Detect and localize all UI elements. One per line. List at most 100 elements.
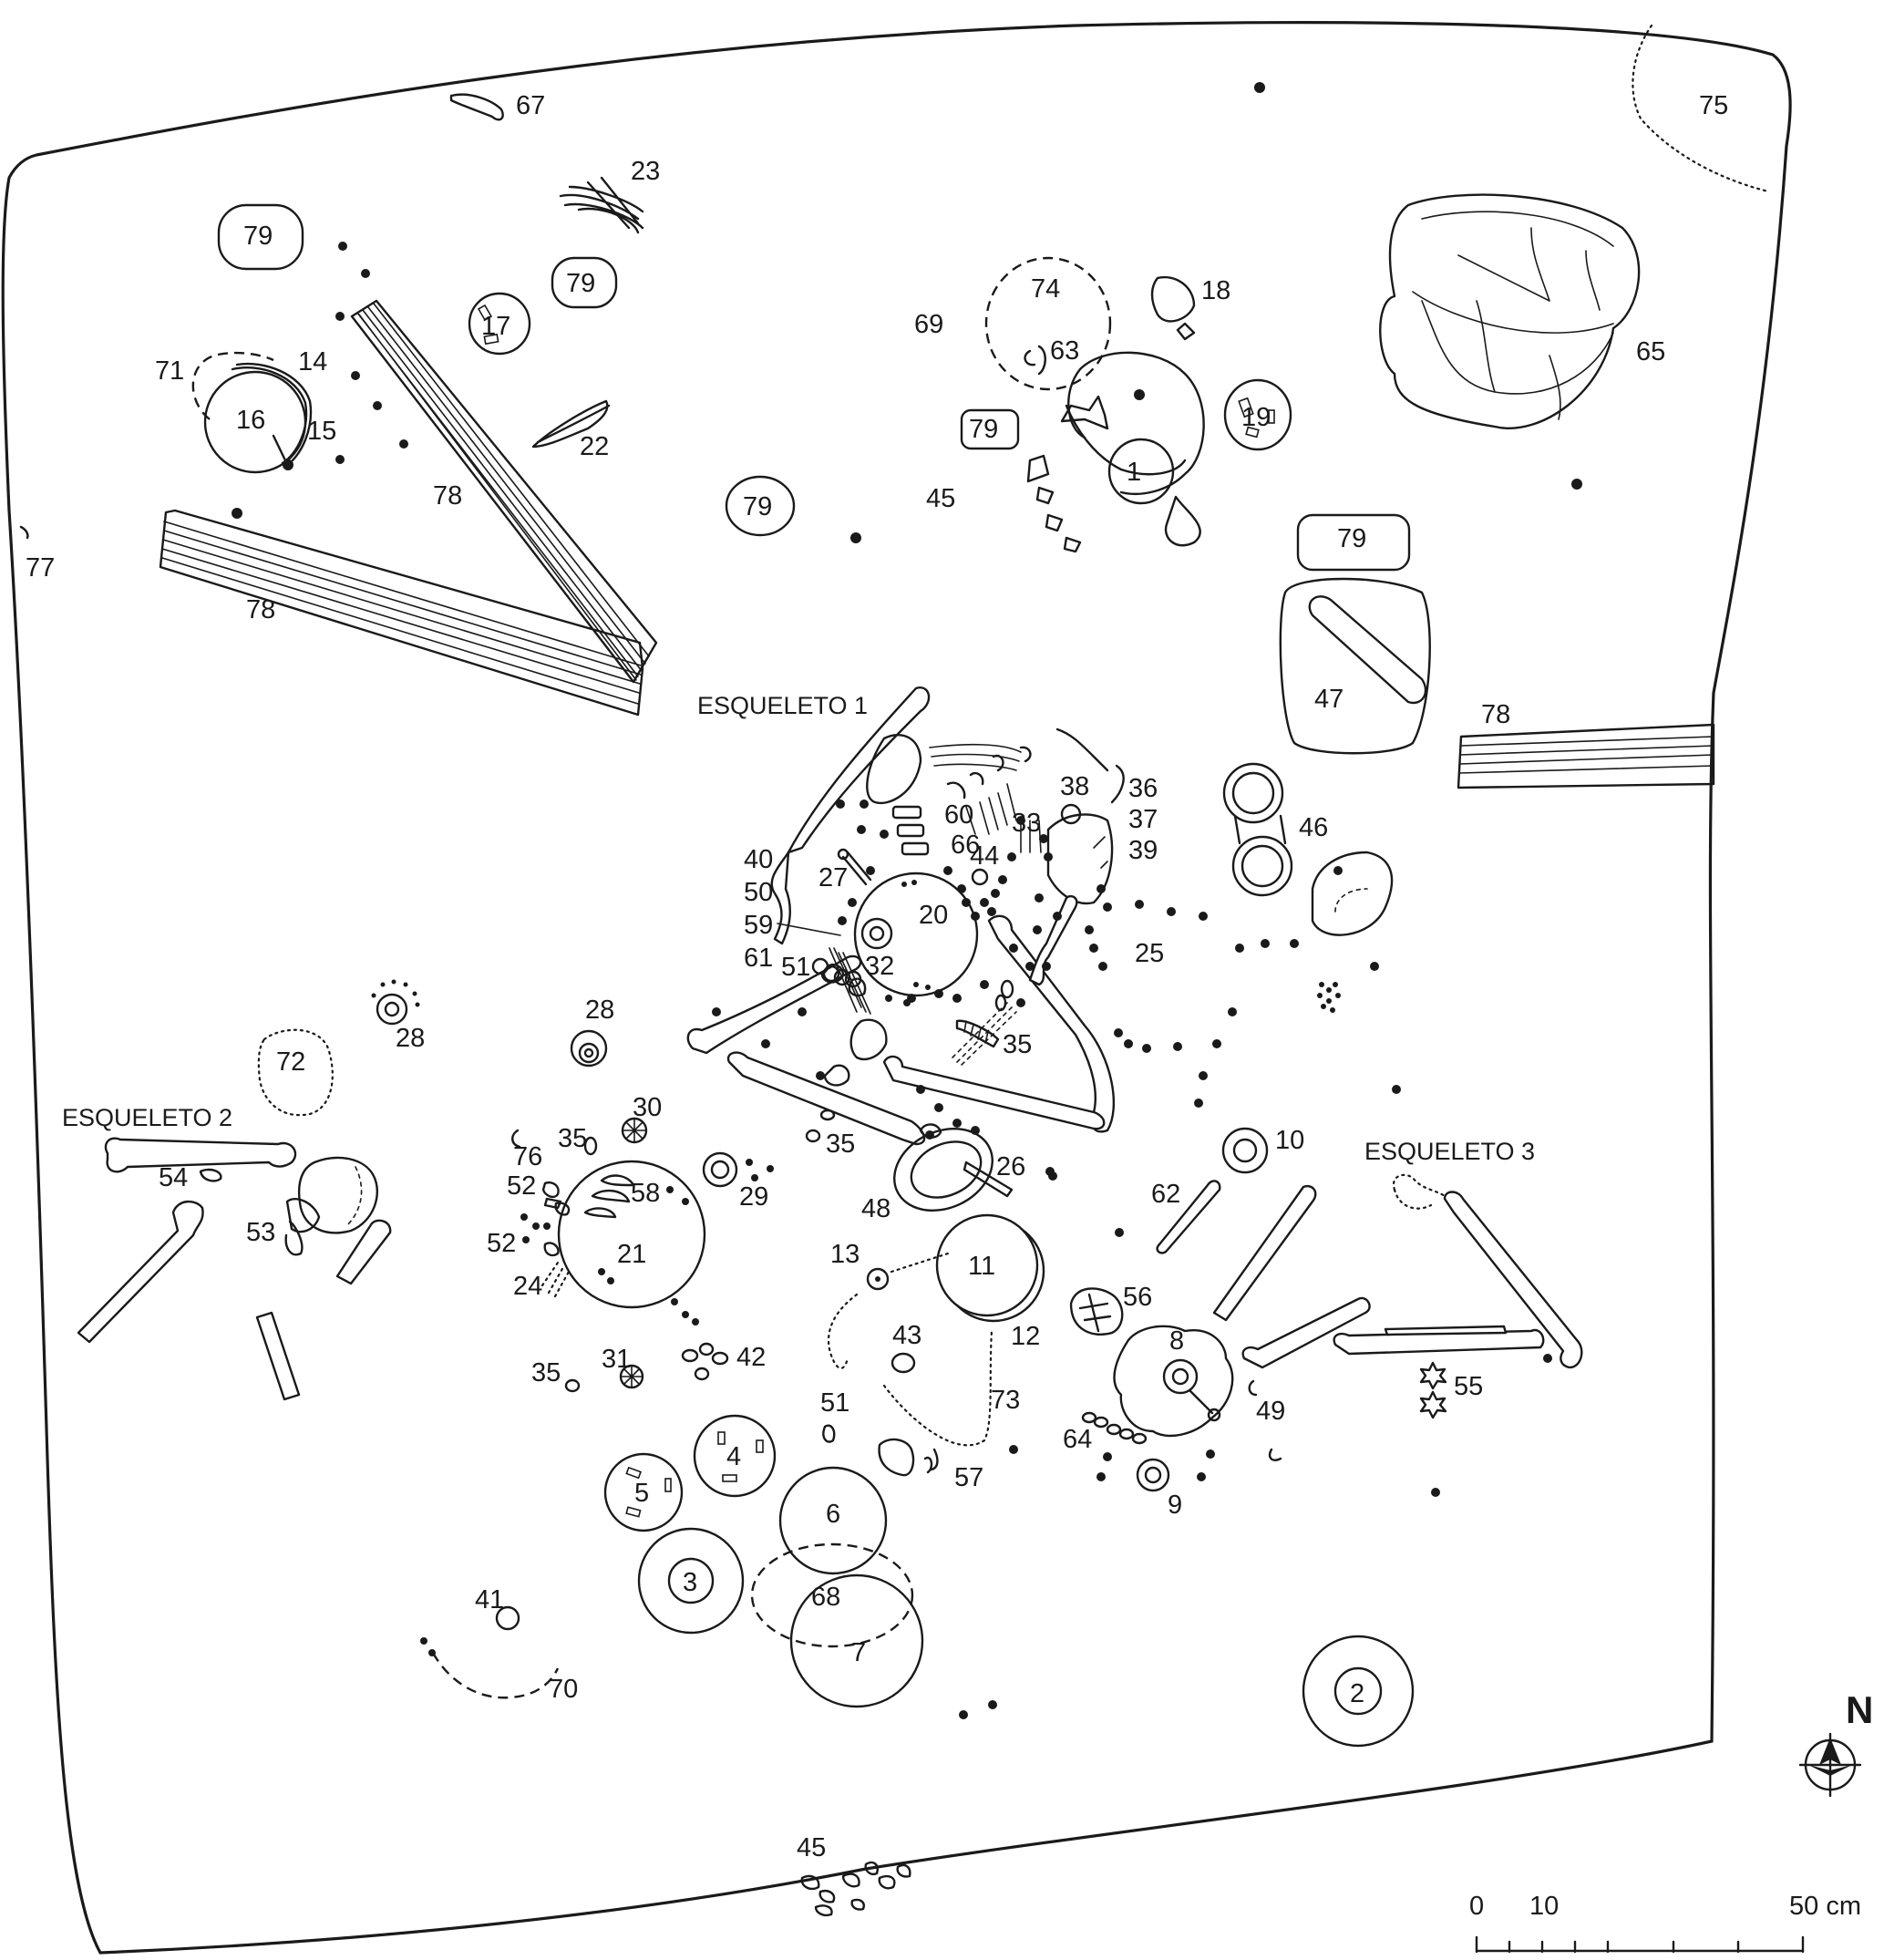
object-30 [621,1117,648,1144]
label-25: 25 [1135,939,1164,968]
label-esqueleto-3: ESQUELETO 3 [1364,1138,1535,1165]
object-18 [1150,275,1196,341]
north-arrow [1798,1732,1862,1798]
label-28-left: 28 [396,1024,425,1053]
label-35-a: 35 [1003,1030,1032,1059]
object-48 [893,1123,1014,1212]
label-12: 12 [1011,1322,1040,1351]
label-18: 18 [1201,276,1230,305]
feature-74 [984,256,1112,391]
label-esqueleto-1: ESQUELETO 1 [697,692,868,719]
fragments-45-bottom [800,1861,911,1917]
skeleton-3 [1212,1173,1583,1369]
object-8 [1113,1325,1234,1438]
label-76: 76 [513,1142,542,1171]
label-63: 63 [1050,336,1079,366]
label-1: 1 [1127,458,1141,487]
object-19 [1223,378,1292,451]
label-49: 49 [1256,1397,1285,1426]
label-9: 9 [1168,1491,1182,1520]
vessel-5 [603,1452,684,1532]
north-label: N [1846,1688,1873,1731]
label-7: 7 [851,1638,866,1667]
object-23 [559,176,644,234]
label-79-a: 79 [243,222,273,251]
label-6: 6 [826,1500,840,1529]
object-28 [570,1029,608,1068]
stone-25 [1311,851,1394,936]
stone-79-e [1296,513,1411,572]
skeleton-1 [686,686,1125,1146]
object-22 [531,399,611,449]
label-40: 40 [744,845,773,874]
object-55 [1419,1361,1447,1419]
label-61: 61 [744,944,773,973]
label-68: 68 [811,1583,840,1612]
feature-71 [191,351,274,420]
excavation-outline [1,21,1792,1955]
label-52-b: 52 [487,1229,516,1258]
label-72: 72 [276,1047,305,1077]
label-35-d: 35 [531,1358,561,1387]
vessel-65 [1379,193,1641,429]
label-69: 69 [914,310,943,339]
label-79-c: 79 [969,415,998,444]
label-47: 47 [1314,685,1344,714]
label-55: 55 [1454,1372,1483,1401]
label-33: 33 [1012,809,1041,838]
label-79-d: 79 [743,492,772,521]
label-45-top: 45 [926,484,955,513]
scale-label-50: 50 cm [1789,1892,1861,1921]
label-79-b: 79 [566,269,595,298]
label-esqueleto-2: ESQUELETO 2 [62,1104,232,1131]
vessel-10 [1221,1127,1269,1174]
label-44: 44 [970,841,999,871]
label-41: 41 [475,1585,504,1614]
label-17: 17 [481,312,510,341]
vessel-11 [935,1213,1039,1317]
label-43: 43 [892,1321,921,1350]
scale-bar [1475,1935,1805,1954]
object-24 [540,1261,571,1298]
label-42: 42 [736,1343,766,1372]
label-35-b: 35 [558,1124,587,1153]
stone-79-b [551,256,618,309]
label-27: 27 [818,863,848,892]
object-29 [702,1151,774,1188]
label-8: 8 [1169,1326,1184,1356]
fragments-45-top [1026,454,1082,553]
object-43 [891,1352,916,1374]
label-54: 54 [159,1163,188,1192]
label-64: 64 [1063,1425,1092,1454]
label-30: 30 [633,1093,662,1122]
object-77 [19,525,29,540]
object-41 [495,1605,520,1631]
plank-78-horizontal [159,509,644,717]
vessel-7 [789,1573,924,1708]
label-39: 39 [1128,836,1158,865]
vessel-1 [1060,351,1205,547]
vessel-21 [557,1160,706,1309]
label-60: 60 [944,800,973,830]
label-20: 20 [919,901,948,930]
object-27 [841,851,872,886]
label-53: 53 [246,1218,275,1247]
label-59: 59 [744,911,773,940]
label-73: 73 [991,1386,1020,1415]
object-31 [619,1364,644,1389]
label-65: 65 [1636,337,1665,366]
scale-label-10: 10 [1529,1892,1559,1921]
pellets-25 [1317,982,1341,1013]
object-67 [449,93,504,121]
dots-25 [1085,866,1401,1108]
feature-68 [750,1542,914,1648]
label-48: 48 [861,1194,891,1223]
object-56 [1069,1287,1124,1336]
object-58 [554,1174,635,1219]
object-9 [1136,1458,1170,1492]
label-70: 70 [549,1675,578,1704]
label-2: 2 [1350,1679,1364,1708]
label-78-a: 78 [433,481,462,511]
